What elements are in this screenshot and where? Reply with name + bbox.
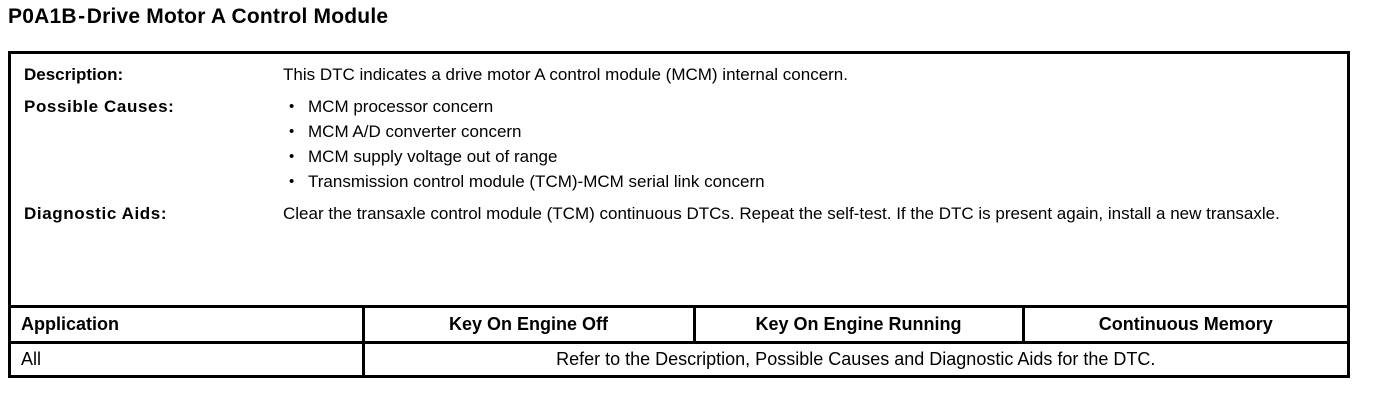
possible-causes-row: Possible Causes: • MCM processor concern … (11, 94, 1347, 194)
list-item-label: Transmission control module (TCM)-MCM se… (308, 172, 765, 191)
list-item-label: MCM supply voltage out of range (308, 147, 558, 166)
list-item: • Transmission control module (TCM)-MCM s… (283, 169, 1333, 194)
description-value: This DTC indicates a drive motor A contr… (283, 65, 848, 84)
cell-test-result: Refer to the Description, Possible Cause… (556, 349, 1156, 370)
title-separator: - (78, 5, 86, 28)
list-item-label: MCM A/D converter concern (308, 122, 522, 141)
diagnostic-aids-value: Clear the transaxle control module (TCM)… (283, 204, 1280, 223)
dtc-detail-frame: Description: This DTC indicates a drive … (8, 51, 1350, 378)
column-header-continuous-memory: Continuous Memory (1023, 308, 1347, 344)
dtc-name: Drive Motor A Control Module (86, 5, 389, 28)
list-item: • MCM A/D converter concern (283, 119, 1333, 144)
description-label: Description: (24, 65, 124, 84)
table-body: All Refer to the Description, Possible C… (11, 342, 1347, 376)
possible-causes-list: • MCM processor concern • MCM A/D converte… (283, 94, 1333, 194)
list-item: • MCM processor concern (283, 94, 1333, 119)
list-item: • MCM supply voltage out of range (283, 144, 1333, 169)
table-row: All Refer to the Description, Possible C… (11, 342, 1347, 376)
column-header-application: Application (11, 308, 365, 344)
diagnostic-aids-label: Diagnostic Aids: (24, 204, 168, 223)
bullet-icon: • (289, 148, 295, 165)
list-item-label: MCM processor concern (308, 97, 494, 116)
description-row: Description: This DTC indicates a drive … (11, 62, 1347, 87)
application-table: Application Key On Engine Off Key On Eng… (11, 308, 1347, 376)
dtc-info-section: Description: This DTC indicates a drive … (11, 54, 1347, 305)
page-title: P0A1B-Drive Motor A Control Module (8, 4, 388, 30)
table-header: Application Key On Engine Off Key On Eng… (11, 308, 1347, 344)
diagnostic-aids-row: Diagnostic Aids: Clear the transaxle con… (11, 201, 1347, 226)
table-header-row: Application Key On Engine Off Key On Eng… (11, 308, 1347, 344)
section-divider (11, 305, 1347, 308)
dtc-code: P0A1B (8, 5, 77, 28)
possible-causes-label: Possible Causes: (24, 97, 175, 116)
column-header-key-on-engine-off: Key On Engine Off (363, 308, 696, 344)
column-header-key-on-engine-running: Key On Engine Running (694, 308, 1025, 344)
bullet-icon: • (289, 173, 295, 190)
bullet-icon: • (289, 98, 295, 115)
possible-causes-value: • MCM processor concern • MCM A/D converte… (283, 94, 1347, 194)
bullet-icon: • (289, 123, 295, 140)
cell-application: All (11, 342, 365, 376)
